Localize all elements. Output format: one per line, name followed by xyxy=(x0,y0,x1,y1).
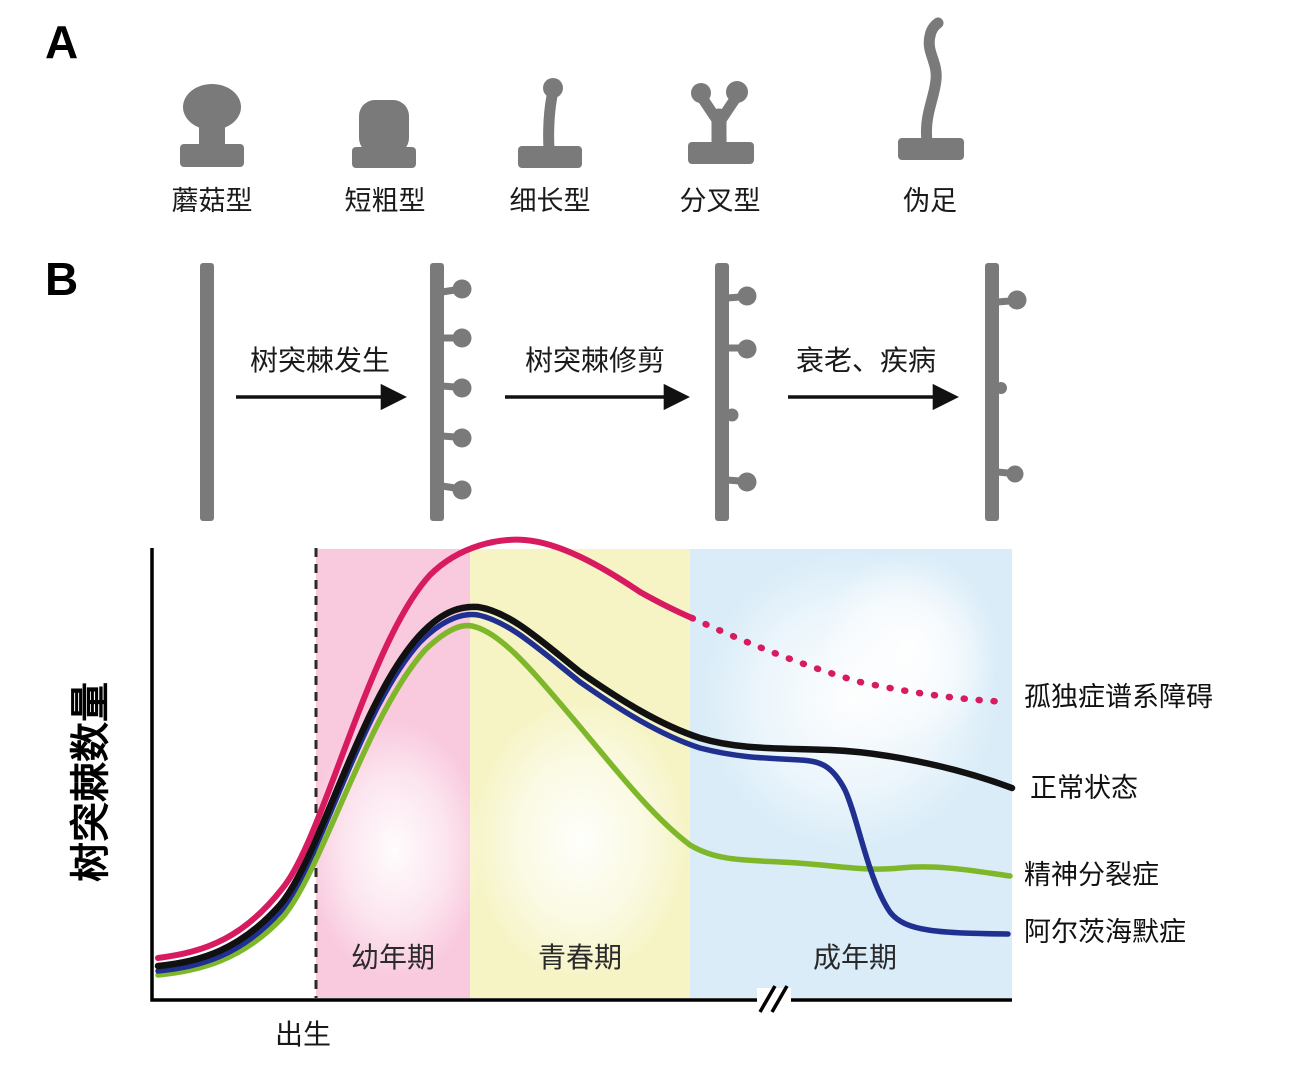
stage-label-childhood: 幼年期 xyxy=(351,942,435,973)
spine-label-thin: 细长型 xyxy=(510,186,591,216)
stubby-head xyxy=(359,100,409,154)
spine-shape-mushroom xyxy=(180,84,244,167)
spine-shape-thin xyxy=(518,78,582,168)
curve-schizophrenia xyxy=(155,622,1013,978)
process-label-aging-disease: 衰老、疾病 xyxy=(796,345,936,376)
mushroom-base xyxy=(180,144,244,167)
birth-label: 出生 xyxy=(275,1019,331,1050)
branched-left-arm xyxy=(697,93,723,126)
spine-label-filopodium: 伪足 xyxy=(903,186,957,216)
curve-autism-dotted xyxy=(688,614,1012,706)
stage-label-adulthood: 成年期 xyxy=(813,942,897,973)
thin-head xyxy=(543,78,563,98)
branched-base xyxy=(688,142,754,164)
curve-label-alzheimers: 阿尔茨海默症 xyxy=(1024,917,1186,947)
dendrite-many-spines xyxy=(430,263,472,521)
band-glow xyxy=(820,550,1000,750)
dendrite-shaft xyxy=(715,263,729,521)
dendrite-spines xyxy=(993,290,1027,483)
filopodium-protrusion xyxy=(920,17,944,148)
curve-autism-solid xyxy=(155,536,695,961)
dendrite-shaft xyxy=(985,263,999,521)
band-glow xyxy=(307,722,483,978)
curve-label-normal: 正常状态 xyxy=(1030,773,1138,803)
x-axis-break xyxy=(757,985,791,1013)
process-label-spinogenesis: 树突棘发生 xyxy=(250,345,390,376)
spine-shape-branched xyxy=(688,81,754,164)
dendrite-spines xyxy=(723,286,757,492)
panel-a-letter: A xyxy=(45,16,78,68)
branched-left-head xyxy=(691,83,711,103)
stubby-base xyxy=(352,147,416,168)
y-axis-label: 树突棘数量 xyxy=(69,682,113,882)
branched-right-arm xyxy=(715,93,741,126)
curve-label-schizophrenia: 精神分裂症 xyxy=(1024,860,1159,890)
spine-label-mushroom: 蘑菇型 xyxy=(172,186,253,216)
thin-stalk xyxy=(543,90,558,156)
chart-axes xyxy=(150,548,1012,1002)
spine-shape-stubby xyxy=(352,100,416,168)
dendrite-shaft xyxy=(430,263,444,521)
dendrite-aged xyxy=(985,263,1027,521)
spine-shape-filopodium xyxy=(898,17,964,160)
dendrite-bare xyxy=(200,263,214,521)
curve-label-autism: 孤独症谱系障碍 xyxy=(1024,682,1213,712)
filopodium-base xyxy=(898,138,964,160)
thin-base xyxy=(518,146,582,168)
band-glow xyxy=(472,700,688,980)
branched-right-head xyxy=(726,81,748,103)
spine-label-stubby: 短粗型 xyxy=(345,186,426,216)
spine-label-branched: 分叉型 xyxy=(680,186,761,216)
panel-b-letter: B xyxy=(45,253,78,305)
dendrite-spines xyxy=(438,279,472,500)
curve-normal xyxy=(154,603,1016,970)
process-label-pruning: 树突棘修剪 xyxy=(525,345,665,376)
stage-label-adolescence: 青春期 xyxy=(538,942,622,973)
mushroom-head xyxy=(183,84,241,130)
dendrite-pruned xyxy=(715,263,757,521)
